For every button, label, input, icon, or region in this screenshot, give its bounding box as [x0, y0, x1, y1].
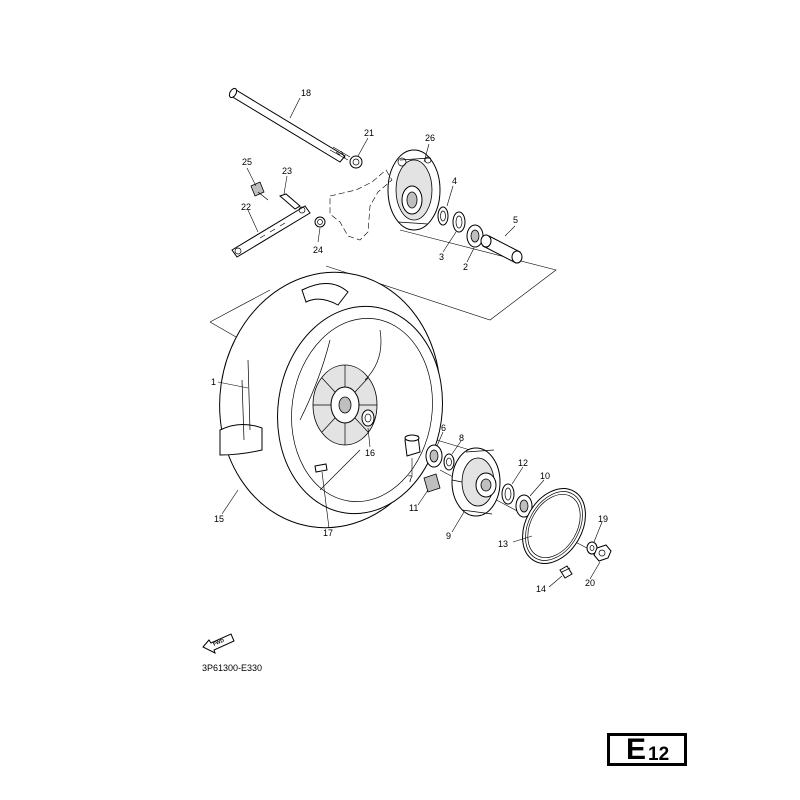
bearing-16-part — [361, 409, 375, 427]
callout-24: 24 — [313, 245, 323, 255]
callout-2: 2 — [463, 262, 468, 272]
brake-plate-26-part — [387, 149, 441, 231]
callout-12: 12 — [518, 458, 528, 468]
sprocket-13-part — [522, 488, 586, 564]
clutch-hub-9-part — [451, 447, 501, 517]
oil-seal-8-part — [443, 453, 455, 471]
oil-seal-4-part — [437, 206, 449, 226]
adjuster-22-part — [231, 205, 311, 258]
page-badge-letter: E — [626, 733, 647, 766]
wheel-hub — [299, 329, 382, 491]
collar-7-part — [404, 434, 421, 457]
callout-20: 20 — [585, 578, 595, 588]
caliper-bracket-outline — [329, 169, 393, 241]
callout-14: 14 — [536, 584, 546, 594]
bolt-23-part — [279, 193, 301, 210]
callout-22: 22 — [241, 202, 251, 212]
callout-4: 4 — [452, 176, 457, 186]
fwd-arrow-icon: FWD — [202, 633, 235, 654]
nut-20-part — [593, 544, 612, 562]
fwd-label: FWD — [212, 638, 225, 648]
callout-15: 15 — [214, 514, 224, 524]
valve-17-part — [314, 463, 328, 473]
assembly-guide-upper — [325, 229, 557, 321]
page-badge-number: 12 — [648, 744, 670, 765]
leader-lines — [217, 97, 603, 588]
callout-7: 7 — [408, 474, 413, 484]
bolt-14-part — [559, 565, 573, 579]
callout-11: 11 — [409, 503, 418, 513]
nut-24-part — [314, 216, 326, 228]
circlip-12-part — [501, 483, 515, 505]
circlip-3-part — [452, 211, 466, 233]
callout-3: 3 — [439, 252, 444, 262]
callout-5: 5 — [513, 215, 518, 225]
callout-25: 25 — [242, 157, 252, 167]
callout-1: 1 — [211, 377, 216, 387]
page-badge: E 12 — [607, 733, 687, 766]
callout-17: 17 — [323, 528, 333, 538]
callout-19: 19 — [598, 514, 608, 524]
bolt-25-part — [250, 181, 269, 201]
callout-13: 13 — [498, 539, 508, 549]
bearing-6-part — [425, 444, 443, 468]
axle-part — [228, 87, 351, 163]
bearing-10-part — [515, 494, 533, 518]
damper-11-part — [423, 473, 441, 493]
washer-19-part — [586, 541, 598, 555]
spacer-5-part — [480, 234, 523, 264]
diagram-part-code: 3P61300-E330 — [202, 663, 263, 673]
bearing-2-part — [466, 224, 484, 248]
callout-8: 8 — [459, 433, 464, 443]
callout-16: 16 — [365, 448, 375, 458]
callout-9: 9 — [446, 531, 451, 541]
collar-21-part — [349, 155, 363, 169]
callout-10: 10 — [540, 471, 550, 481]
callout-6: 6 — [441, 423, 446, 433]
callout-23: 23 — [282, 166, 292, 176]
callout-21: 21 — [364, 128, 374, 138]
callout-18: 18 — [301, 88, 311, 98]
callout-26: 26 — [425, 133, 435, 143]
